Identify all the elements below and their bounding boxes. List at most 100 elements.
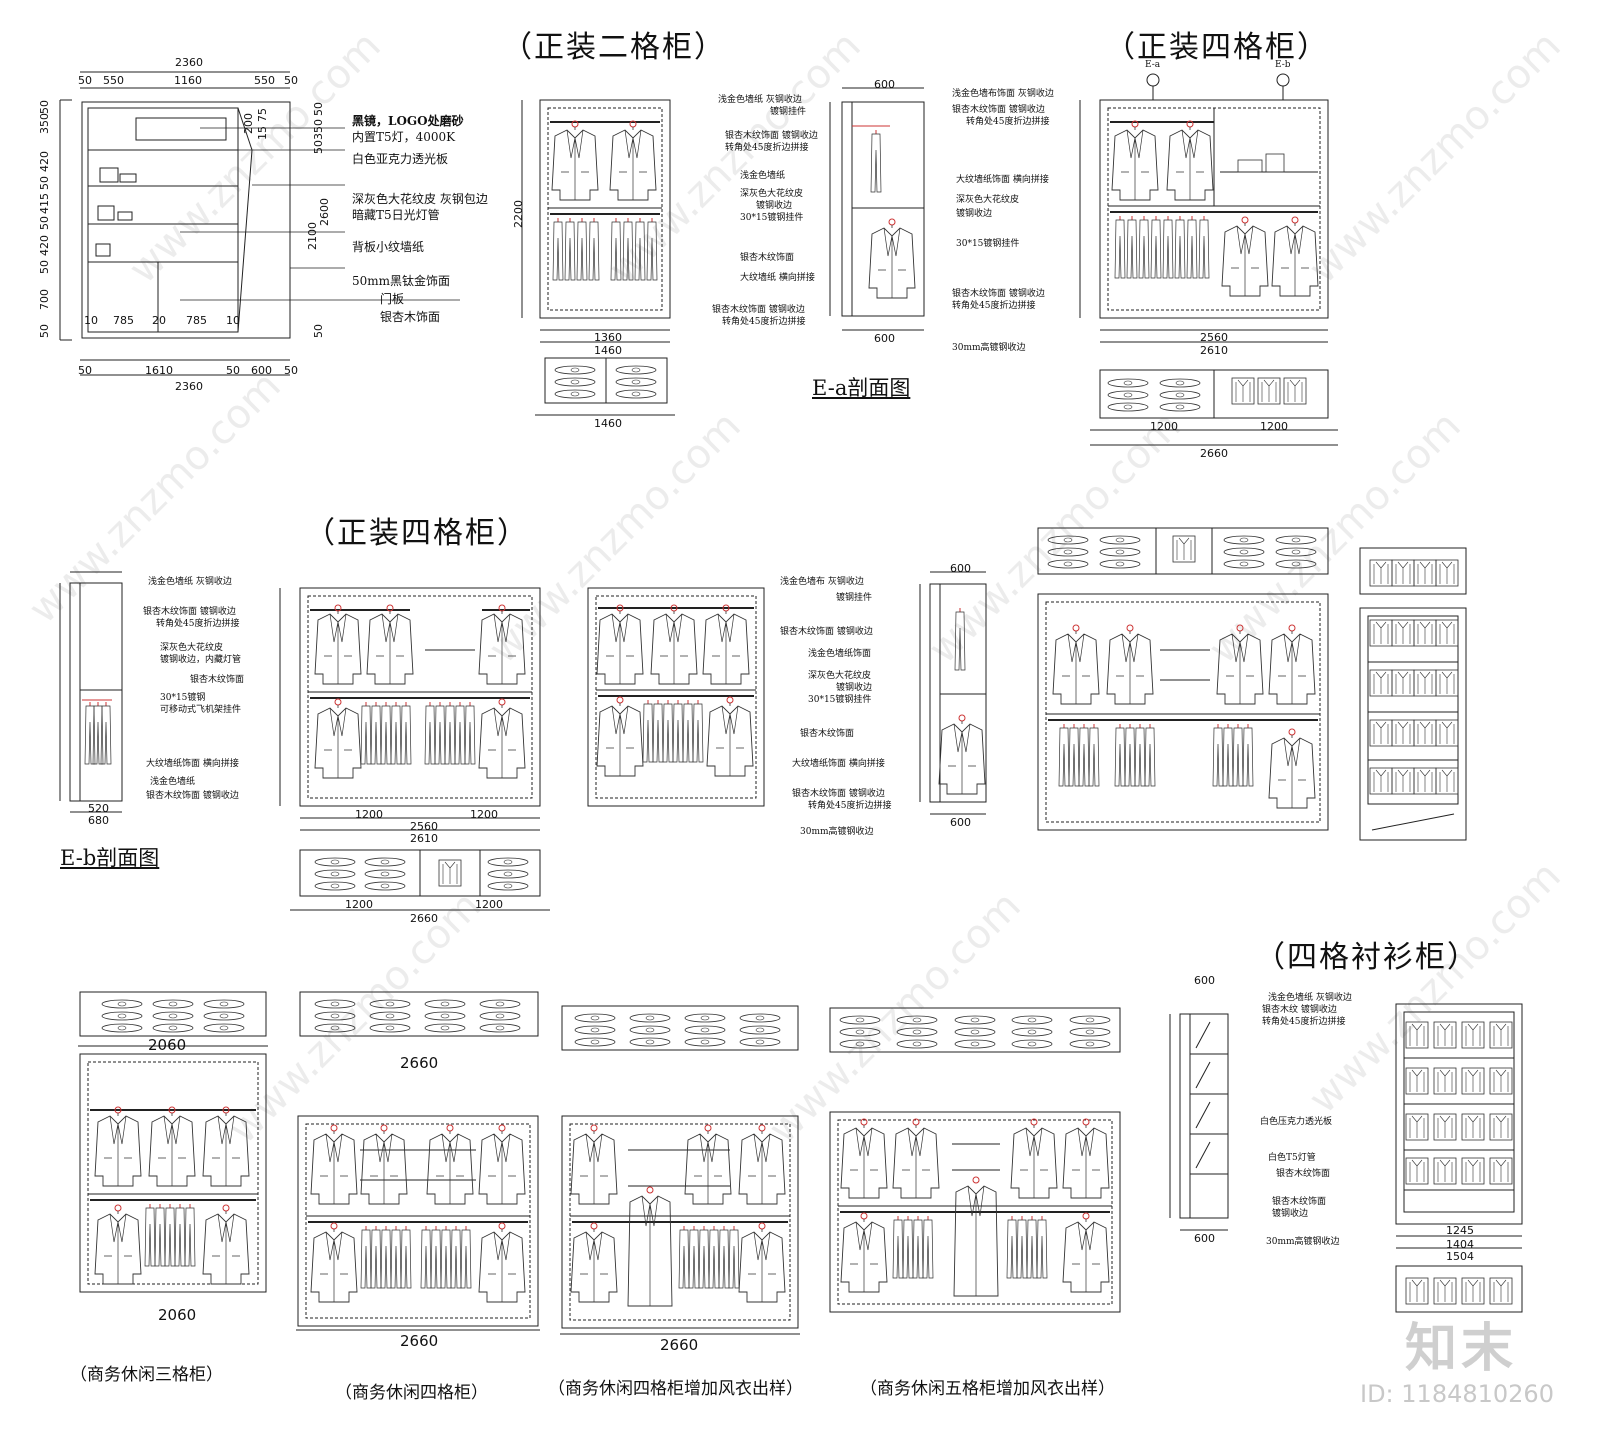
dim-inner: 50 (312, 324, 325, 338)
eb-note: 银杏木纹饰面 镀钢收边 (143, 607, 236, 617)
dim-bottom-part: 50 (284, 364, 298, 377)
mid-note: 镀钢挂件 (836, 593, 873, 603)
dim-bottom-part: 50 (78, 364, 92, 377)
mid-note: 浅金色墙纸饰面 (808, 649, 872, 659)
section-eb-label: E-b剖面图 (60, 846, 160, 870)
eb-note: 浅金色墙纸 灰钢收边 (148, 577, 232, 587)
dim-biz-three-top: 2060 (148, 1036, 187, 1054)
shirt-note: 转角处45度折边拼接 (1262, 1017, 1346, 1027)
shirt-note: 镀钢收边 (1272, 1209, 1309, 1219)
ea-note: 30*15镀钢挂件 (740, 213, 804, 223)
dim-left: 50 (38, 100, 51, 114)
four-a-note: 转角处45度折边拼接 (952, 301, 1036, 311)
dim: 600 (1194, 1232, 1215, 1245)
four-a-note: 银杏木纹饰面 镀钢收边 (952, 105, 1045, 115)
dim: 520 (88, 802, 109, 815)
dim: 1200 (470, 808, 498, 821)
eb-note: 30*15镀钢 (160, 693, 206, 703)
eb-note: 可移动式飞机架挂件 (160, 705, 242, 715)
note: 内置T5灯，4000K (352, 130, 456, 144)
shirt-note: 银杏木纹饰面 (1276, 1169, 1331, 1179)
dim-left: 50 (38, 176, 51, 190)
dim-left: 420 (38, 235, 51, 256)
dim-door: 20 (152, 314, 166, 327)
dim-inner: 75 (256, 108, 269, 122)
dim: 1360 (594, 331, 622, 344)
ea-note: 浅金色墙纸 (740, 171, 786, 181)
dim: 1460 (594, 344, 622, 357)
dim-top-part: 550 (254, 74, 275, 87)
dim-bottom-part: 1610 (145, 364, 173, 377)
note: 银杏木饰面 (380, 310, 441, 324)
dim: 600 (874, 332, 895, 345)
dim-inner: 350 (312, 119, 325, 140)
mid-note: 大纹墙纸饰面 横向拼接 (792, 759, 885, 769)
dim-left: 420 (38, 151, 51, 172)
dim: 2560 (1200, 331, 1228, 344)
four-a-note: 30mm高镀钢收边 (952, 343, 1026, 353)
ea-note: 镀钢挂件 (770, 107, 807, 117)
dim: 1200 (1260, 420, 1288, 433)
four-a-note: 转角处45度折边拼接 (966, 117, 1050, 127)
shirt-note: 银杏木纹饰面 (1272, 1197, 1327, 1207)
ea-note: 转角处45度折边拼接 (722, 317, 806, 327)
dim: 2610 (1200, 344, 1228, 357)
shirt-note: 浅金色墙纸 灰钢收边 (1268, 993, 1352, 1003)
dim: 600 (950, 562, 971, 575)
mid-note: 30*15镀钢挂件 (808, 695, 872, 705)
ea-note: 深灰色大花纹皮 (740, 189, 804, 199)
dim-left: 350 (38, 113, 51, 134)
eb-note: 浅金色墙纸 (150, 777, 196, 787)
four-a-note: 浅金色墙布饰面 灰钢收边 (952, 89, 1054, 99)
shirt-note: 白色压克力透光板 (1260, 1117, 1333, 1127)
dim-top-total: 2360 (175, 56, 203, 69)
dim: 2560 (410, 820, 438, 833)
mid-note: 转角处45度折边拼接 (808, 801, 892, 811)
section-marker: E-b (1275, 60, 1291, 70)
four-a-note: 30*15镀钢挂件 (956, 239, 1020, 249)
dim: 2660 (1200, 447, 1228, 460)
dim-bottom-part: 600 (251, 364, 272, 377)
dim: 1460 (594, 417, 622, 430)
eb-note: 镀钢收边，内藏灯管 (160, 655, 242, 665)
section-marker: E-a (1145, 60, 1161, 70)
ea-note: 大纹墙纸 横向拼接 (740, 273, 815, 283)
dim-door: 785 (186, 314, 207, 327)
dim-top-part: 550 (103, 74, 124, 87)
dim-biz-four-top: 2660 (400, 1054, 439, 1072)
brand-logo: 知末 (1405, 1319, 1518, 1379)
four-a-note: 镀钢收边 (956, 209, 993, 219)
dim-left: 50 (38, 216, 51, 230)
dim-top-part: 50 (284, 74, 298, 87)
mid-note: 浅金色墙布 灰钢收边 (780, 577, 864, 587)
four-a-note: 银杏木纹饰面 镀钢收边 (952, 289, 1045, 299)
cabinet-elevation-1 (59, 71, 291, 376)
eb-note: 转角处45度折边拼接 (156, 619, 240, 629)
dim-left: 700 (38, 289, 51, 310)
shirt-note: 白色T5灯管 (1268, 1153, 1316, 1163)
dim-top-part: 1160 (174, 74, 202, 87)
dim-biz-three-bottom: 2060 (158, 1306, 197, 1324)
title-formal-four-cabinet-b: （正装四格柜） (305, 516, 529, 551)
dim: 680 (88, 814, 109, 827)
image-id: ID: 1184810260 (1360, 1380, 1554, 1408)
mid-note: 银杏木纹饰面 (800, 729, 855, 739)
title-formal-four-cabinet-a: （正装四格柜） (1105, 30, 1329, 65)
dim-bottom-total: 2360 (175, 380, 203, 393)
dim: 600 (950, 816, 971, 829)
dim-biz-four-bottom: 2660 (400, 1332, 439, 1350)
mid-note: 银杏木纹饰面 镀钢收边 (792, 789, 885, 799)
dim-inner: 2600 (318, 198, 331, 226)
dim-left: 50 (38, 324, 51, 338)
dim: 2610 (410, 832, 438, 845)
note: 暗藏T5日光灯管 (352, 208, 440, 222)
dim: 1404 (1446, 1238, 1474, 1251)
mid-note: 银杏木纹饰面 镀钢收边 (780, 627, 873, 637)
caption-biz-four: （商务休闲四格柜） (335, 1383, 488, 1403)
mid-note: 镀钢收边 (836, 683, 873, 693)
ea-note: 镀钢收边 (756, 201, 793, 211)
ea-note: 浅金色墙纸 灰钢收边 (718, 95, 802, 105)
dim: 1200 (475, 898, 503, 911)
dim: 2660 (410, 912, 438, 925)
